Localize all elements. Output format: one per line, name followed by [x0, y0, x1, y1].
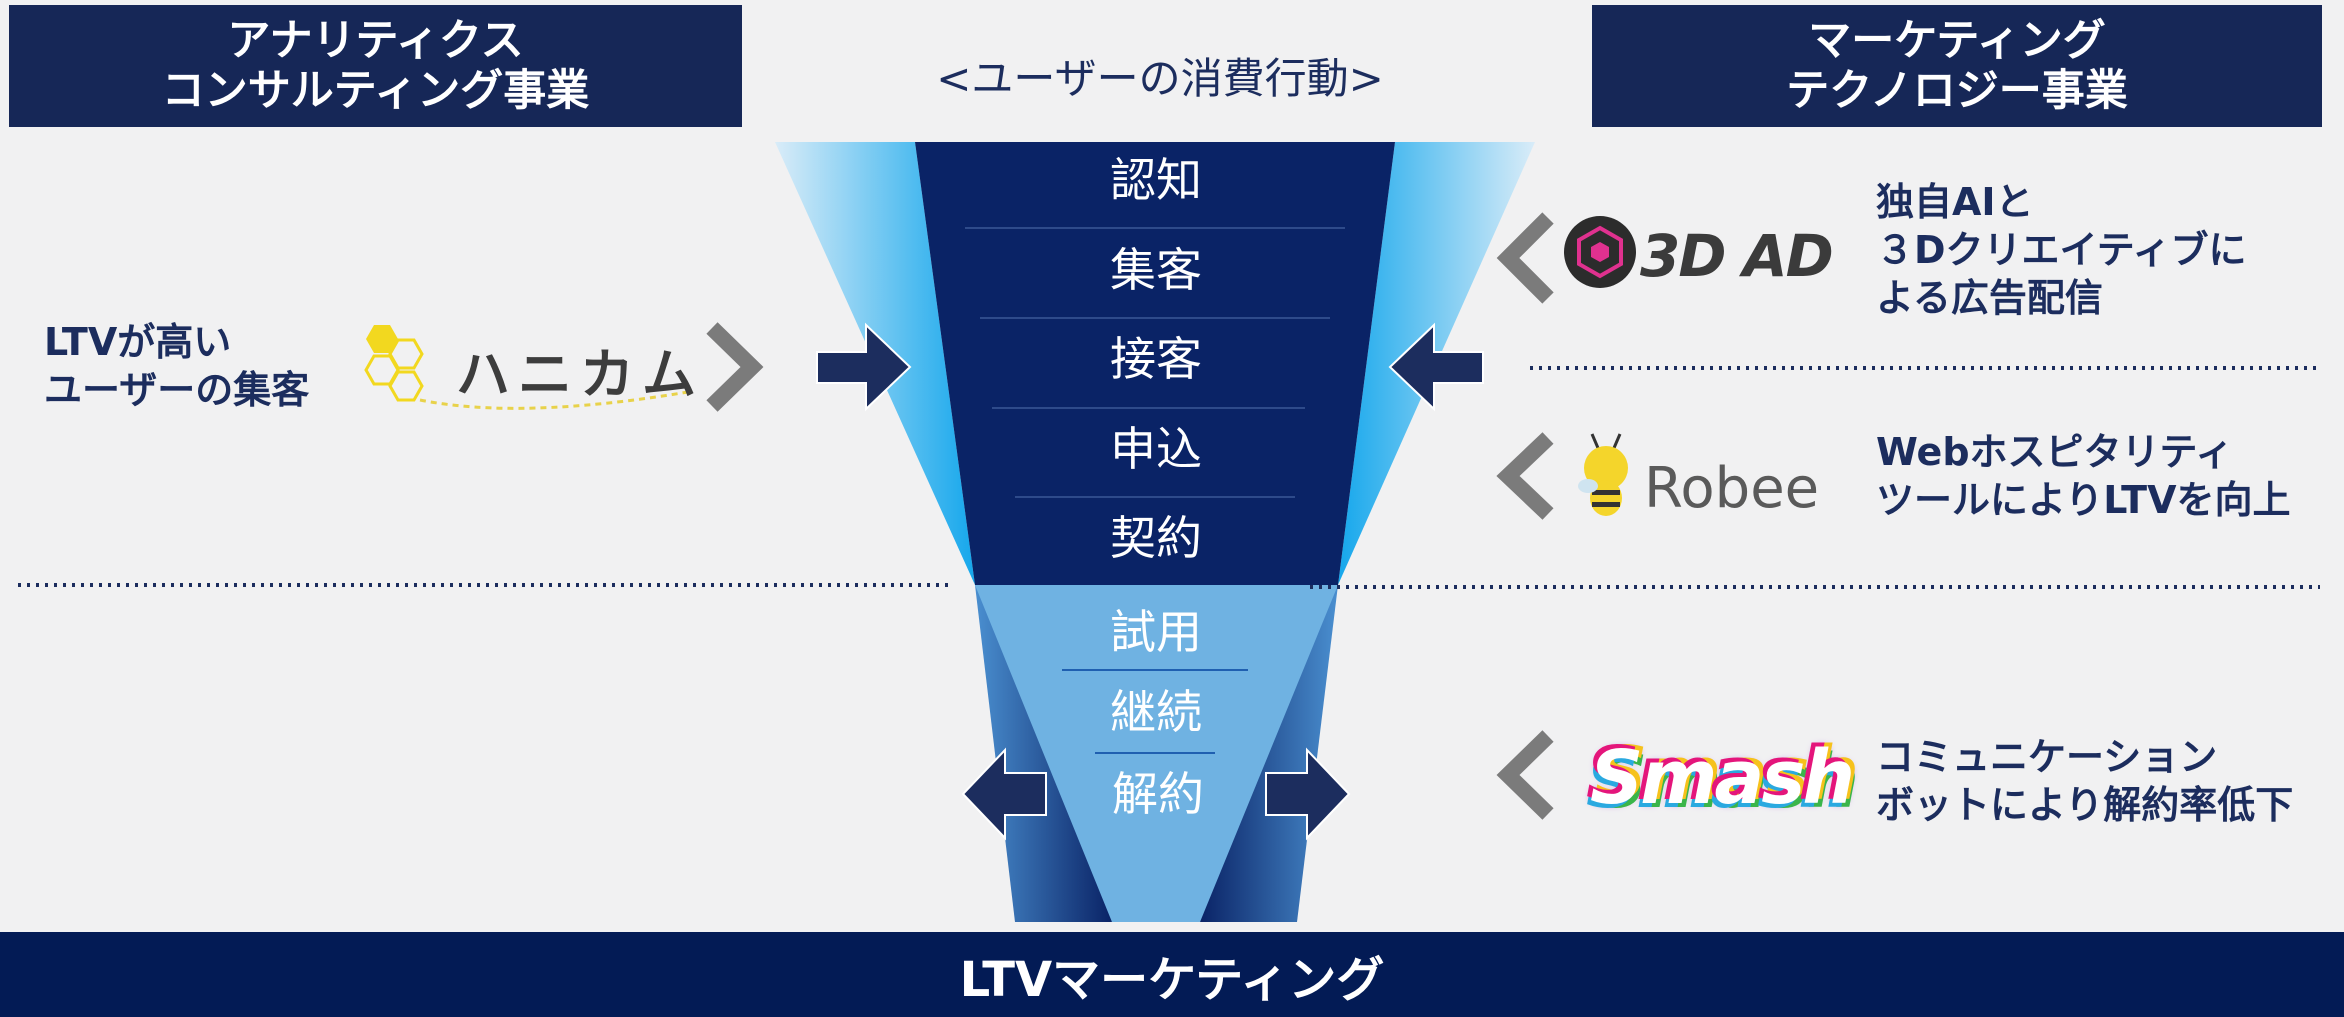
header-marketing-technology: マーケティング テクノロジー事業: [1592, 5, 2322, 127]
3dad-hexagon-icon: [1564, 216, 1636, 288]
hanikamu-description: LTVが高い ユーザーの集客: [44, 318, 309, 414]
chevron-right-icon: [706, 322, 764, 412]
header-analytics-consulting: アナリティクス コンサルティング事業: [9, 5, 742, 127]
header-left-line2: コンサルティング事業: [161, 66, 590, 116]
chevron-left-icon: [1496, 730, 1554, 820]
arrow-right-out-of-funnel: [1265, 747, 1351, 841]
footer-ltv-marketing: LTVマーケティング: [0, 932, 2344, 1017]
funnel-stage-engagement: 接客: [1110, 332, 1202, 386]
3dad-description-line3: よる広告配信: [1876, 276, 2103, 320]
3dad-description-line1: 独自AIと: [1876, 180, 2034, 224]
smash-description-line1: コミュニケーション: [1876, 735, 2218, 779]
header-right-line1: マーケティング: [1808, 16, 2106, 66]
robee-logo: Robee: [1644, 456, 1820, 521]
smash-description-line2: ボットにより解約率低下: [1876, 783, 2294, 827]
header-consumer-behavior: <ユーザーの消費行動>: [936, 54, 1384, 103]
arrow-right-into-funnel: [816, 322, 912, 412]
hanikamu-description-line1: LTVが高い: [44, 320, 232, 364]
honeycomb-icon: [364, 325, 689, 410]
header-left-line1: アナリティクス: [227, 16, 524, 66]
funnel-stage-application: 申込: [1110, 422, 1202, 476]
3dad-description-line2: ３Dクリエイティブに: [1876, 228, 2247, 272]
robee-description: Webホスピタリティ ツールによりLTVを向上: [1876, 428, 2291, 524]
funnel-stage-awareness: 認知: [1110, 153, 1202, 207]
funnel-stage-churn: 解約: [1112, 767, 1204, 821]
smash-logo: Smash: [1590, 735, 1855, 821]
hanikamu-description-line2: ユーザーの集客: [44, 368, 310, 412]
funnel-stage-trial: 試用: [1110, 605, 1202, 659]
chevron-left-icon: [1496, 212, 1554, 304]
hanikamu-logo: ハニカム: [456, 343, 704, 406]
smash-description: コミュニケーション ボットにより解約率低下: [1876, 733, 2293, 829]
funnel-stage-retention: 継続: [1110, 685, 1202, 739]
arrow-left-out-of-funnel: [961, 747, 1047, 841]
funnel-stage-acquisition: 集客: [1110, 243, 1202, 297]
funnel-upper-body: [915, 142, 1395, 585]
arrow-left-into-funnel: [1388, 322, 1484, 412]
robee-description-line1: Webホスピタリティ: [1876, 430, 2234, 474]
bee-icon: [1578, 433, 1628, 516]
3dad-description: 独自AIと ３Dクリエイティブに よる広告配信: [1876, 178, 2247, 322]
robee-description-line2: ツールによりLTVを向上: [1876, 478, 2291, 522]
header-right-line2: テクノロジー事業: [1786, 66, 2128, 116]
funnel-stage-contract: 契約: [1110, 511, 1202, 565]
chevron-left-icon: [1496, 432, 1554, 520]
3dad-logo: 3D AD: [1640, 222, 1834, 290]
